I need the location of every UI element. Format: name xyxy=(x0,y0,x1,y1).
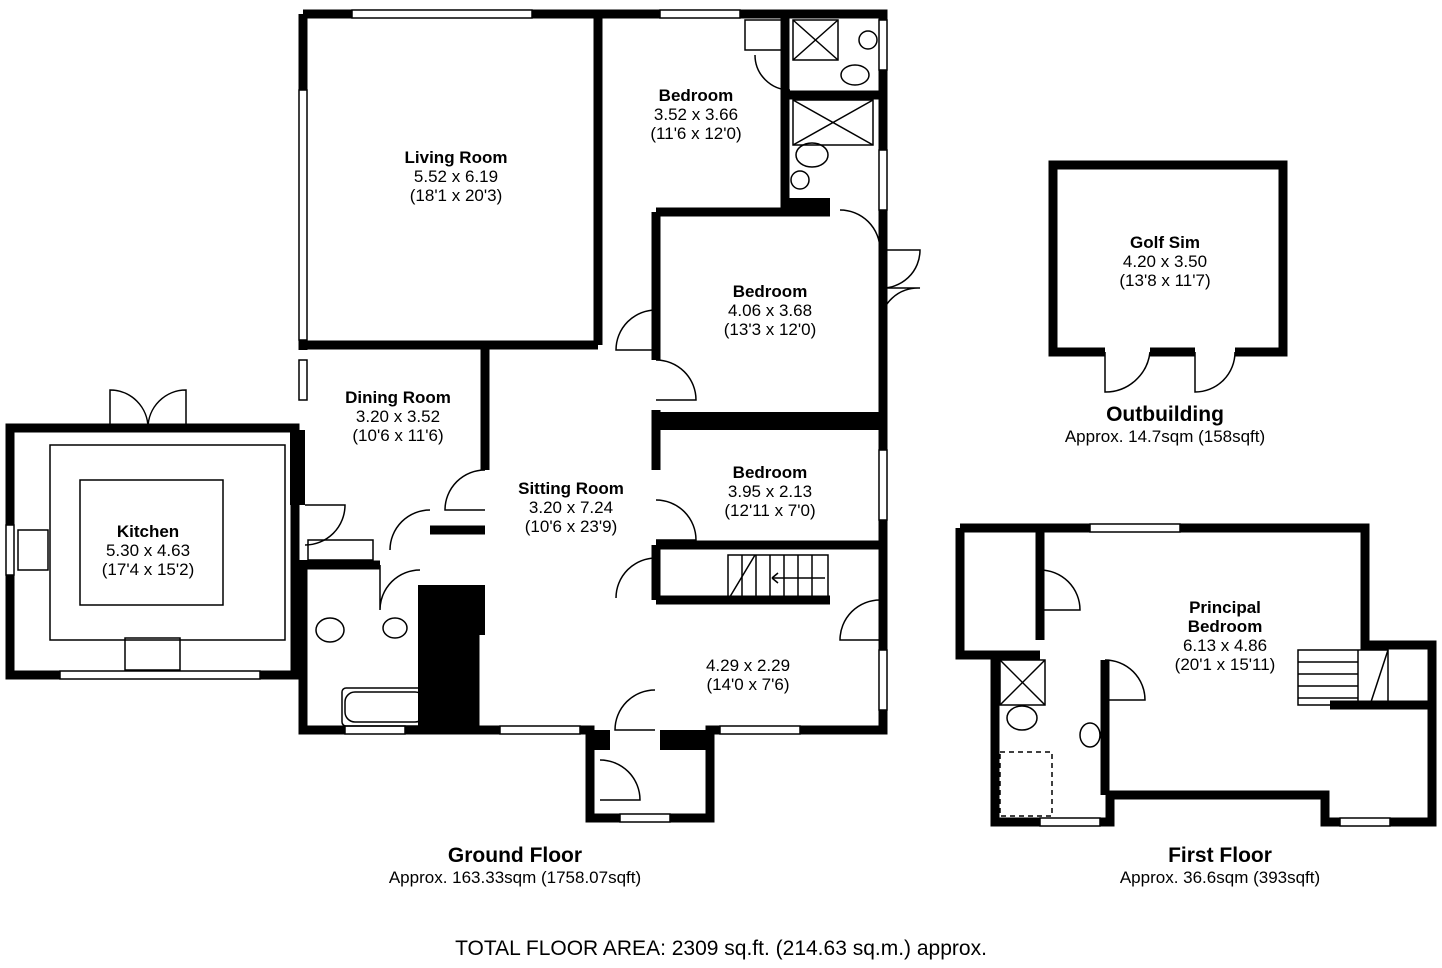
living-room-metric: 5.52 x 6.19 xyxy=(413,167,499,186)
bedroom-small-imperial: (12'11 x 7'0) xyxy=(724,501,816,520)
first-floor-caption: First Floor Approx. 36.6sqm (393sqft) xyxy=(1120,844,1320,887)
bedroom-top-metric: 3.52 x 3.66 xyxy=(653,105,739,124)
principal-bedroom-imperial: (20'1 x 15'11) xyxy=(1174,655,1276,674)
sitting-room-imperial: (10'6 x 23'9) xyxy=(524,517,618,536)
first-floor-area: Approx. 36.6sqm (393sqft) xyxy=(1119,868,1321,887)
outbuilding-caption: Outbuilding Approx. 14.7sqm (158sqft) xyxy=(1065,403,1265,446)
golf-sim-imperial: (13'8 x 11'7) xyxy=(1119,271,1211,290)
bedroom-small-name: Bedroom xyxy=(732,463,808,482)
fixtures xyxy=(17,19,1101,817)
living-room-imperial: (18'1 x 20'3) xyxy=(409,186,503,205)
kitchen-imperial: (17'4 x 15'2) xyxy=(101,560,195,579)
golf-sim-metric: 4.20 x 3.50 xyxy=(1122,252,1208,271)
living-room-name: Living Room xyxy=(404,148,508,167)
bedroom-small-label: Bedroom 3.95 x 2.13 (12'11 x 7'0) xyxy=(724,463,815,520)
ground-floor-caption: Ground Floor Approx. 163.33sqm (1758.07s… xyxy=(389,844,641,887)
principal-bedroom-metric: 6.13 x 4.86 xyxy=(1182,636,1268,655)
kitchen-label: Kitchen 5.30 x 4.63 (17'4 x 15'2) xyxy=(102,522,195,579)
stairs xyxy=(727,554,1389,706)
bedroom-top-name: Bedroom xyxy=(658,86,734,105)
golf-sim-label: Golf Sim 4.20 x 3.50 (13'8 x 11'7) xyxy=(1119,233,1210,290)
principal-bedroom-name-1: Principal xyxy=(1189,598,1261,617)
sitting-room-label: Sitting Room 3.20 x 7.24 (10'6 x 23'9) xyxy=(518,479,624,536)
solid-wall-blocks xyxy=(290,198,884,750)
principal-bedroom-label: Principal Bedroom 6.13 x 4.86 (20'1 x 15… xyxy=(1175,598,1276,674)
bedroom-mid-name: Bedroom xyxy=(732,282,808,301)
kitchen-metric: 5.30 x 4.63 xyxy=(105,541,191,560)
hallway-imperial: (14'0 x 7'6) xyxy=(706,675,790,694)
outbuilding-area: Approx. 14.7sqm (158sqft) xyxy=(1064,427,1266,446)
bedroom-mid-label: Bedroom 4.06 x 3.68 (13'3 x 12'0) xyxy=(724,282,817,339)
sitting-room-name: Sitting Room xyxy=(518,479,624,498)
ground-floor-area: Approx. 163.33sqm (1758.07sqft) xyxy=(388,868,642,887)
kitchen-name: Kitchen xyxy=(116,522,180,541)
bedroom-top-imperial: (11'6 x 12'0) xyxy=(650,124,742,143)
sitting-room-metric: 3.20 x 7.24 xyxy=(528,498,614,517)
hallway-metric: 4.29 x 2.29 xyxy=(705,656,791,675)
dining-room-label: Dining Room 3.20 x 3.52 (10'6 x 11'6) xyxy=(345,388,451,445)
first-floor-title: First Floor xyxy=(1168,844,1272,867)
bedroom-mid-metric: 4.06 x 3.68 xyxy=(727,301,813,320)
windows xyxy=(5,9,1391,827)
outbuilding-walls xyxy=(1048,160,1288,357)
ground-floor-title: Ground Floor xyxy=(447,844,583,867)
dining-room-imperial: (10'6 x 11'6) xyxy=(352,426,444,445)
total-floor-area: TOTAL FLOOR AREA: 2309 sq.ft. (214.63 sq… xyxy=(455,937,987,960)
dining-room-name: Dining Room xyxy=(345,388,451,407)
door-swings xyxy=(109,209,1236,801)
outbuilding-title: Outbuilding xyxy=(1106,403,1224,426)
bedroom-mid-imperial: (13'3 x 12'0) xyxy=(723,320,817,339)
principal-bedroom-name-2: Bedroom xyxy=(1187,617,1263,636)
golf-sim-name: Golf Sim xyxy=(1130,233,1200,252)
bedroom-small-metric: 3.95 x 2.13 xyxy=(727,482,813,501)
living-room-label: Living Room 5.52 x 6.19 (18'1 x 20'3) xyxy=(405,148,508,205)
bedroom-top-label: Bedroom 3.52 x 3.66 (11'6 x 12'0) xyxy=(650,86,741,143)
hallway-label: 4.29 x 2.29 (14'0 x 7'6) xyxy=(706,656,790,694)
dining-room-metric: 3.20 x 3.52 xyxy=(355,407,441,426)
